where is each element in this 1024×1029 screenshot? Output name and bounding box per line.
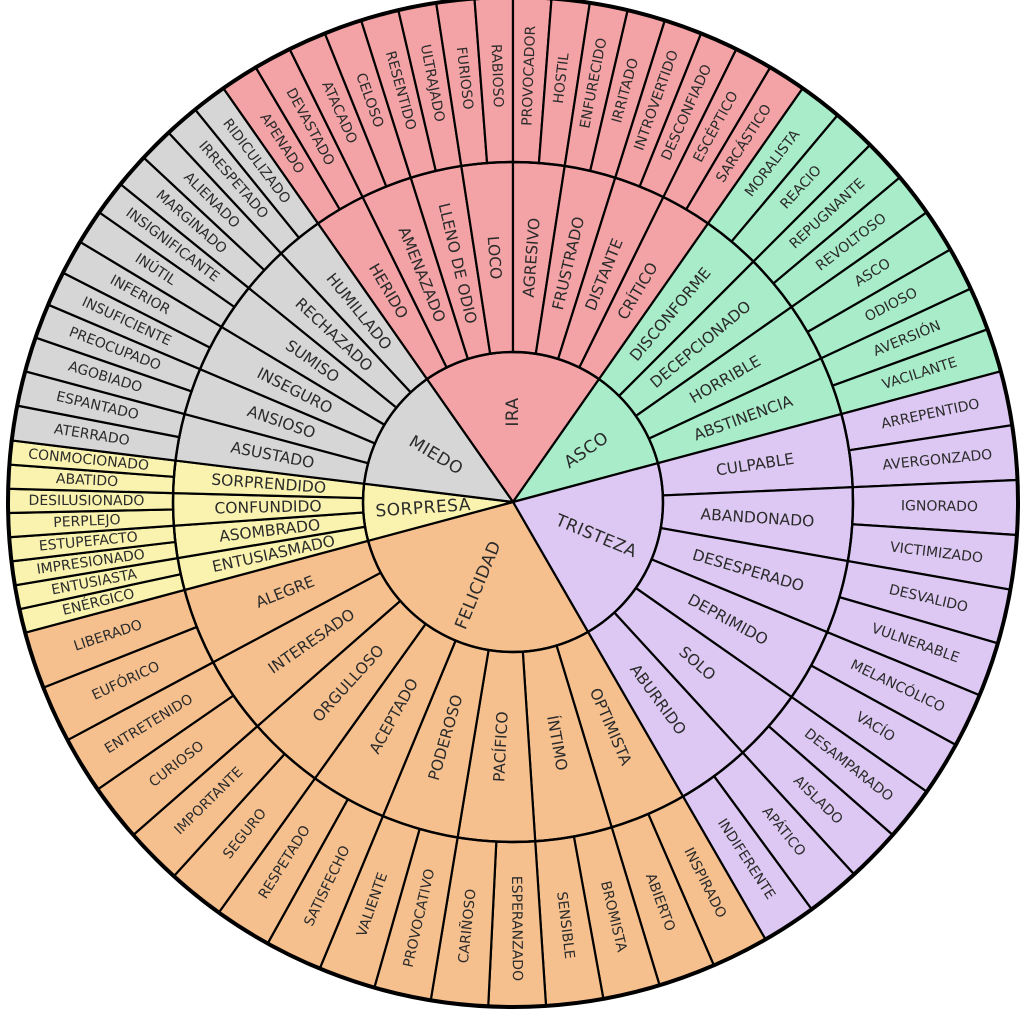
ring-outline (171, 160, 855, 844)
tertiary-label-desilusionado: DESILUSIONADO (29, 493, 145, 509)
tertiary-label-rabioso: RABIOSO (488, 44, 506, 108)
ring-outline (6, 0, 1020, 1009)
core-label-ira: IRA (503, 397, 523, 426)
tertiary-label-abatido: ABATIDO (56, 471, 119, 490)
tertiary-label-furioso: FURIOSO (453, 46, 476, 111)
tertiary-label-ignorado: IGNORADO (901, 498, 978, 515)
wheel-segments (6, 0, 1020, 1009)
tertiary-label-provocador: PROVOCADOR (519, 25, 539, 126)
secondary-label-confundido: CONFUNDIDO (214, 497, 321, 517)
secondary-label-loco: LOCO (484, 235, 505, 280)
ring-outline (361, 350, 665, 654)
tertiary-label-esperanzado: ESPERANZADO (508, 876, 525, 981)
secondary-label-pacifico: PACÍFICO (489, 711, 511, 782)
tertiary-label-hostil: HOSTIL (551, 52, 573, 105)
tertiary-label-perplejo: PERPLEJO (53, 512, 121, 531)
